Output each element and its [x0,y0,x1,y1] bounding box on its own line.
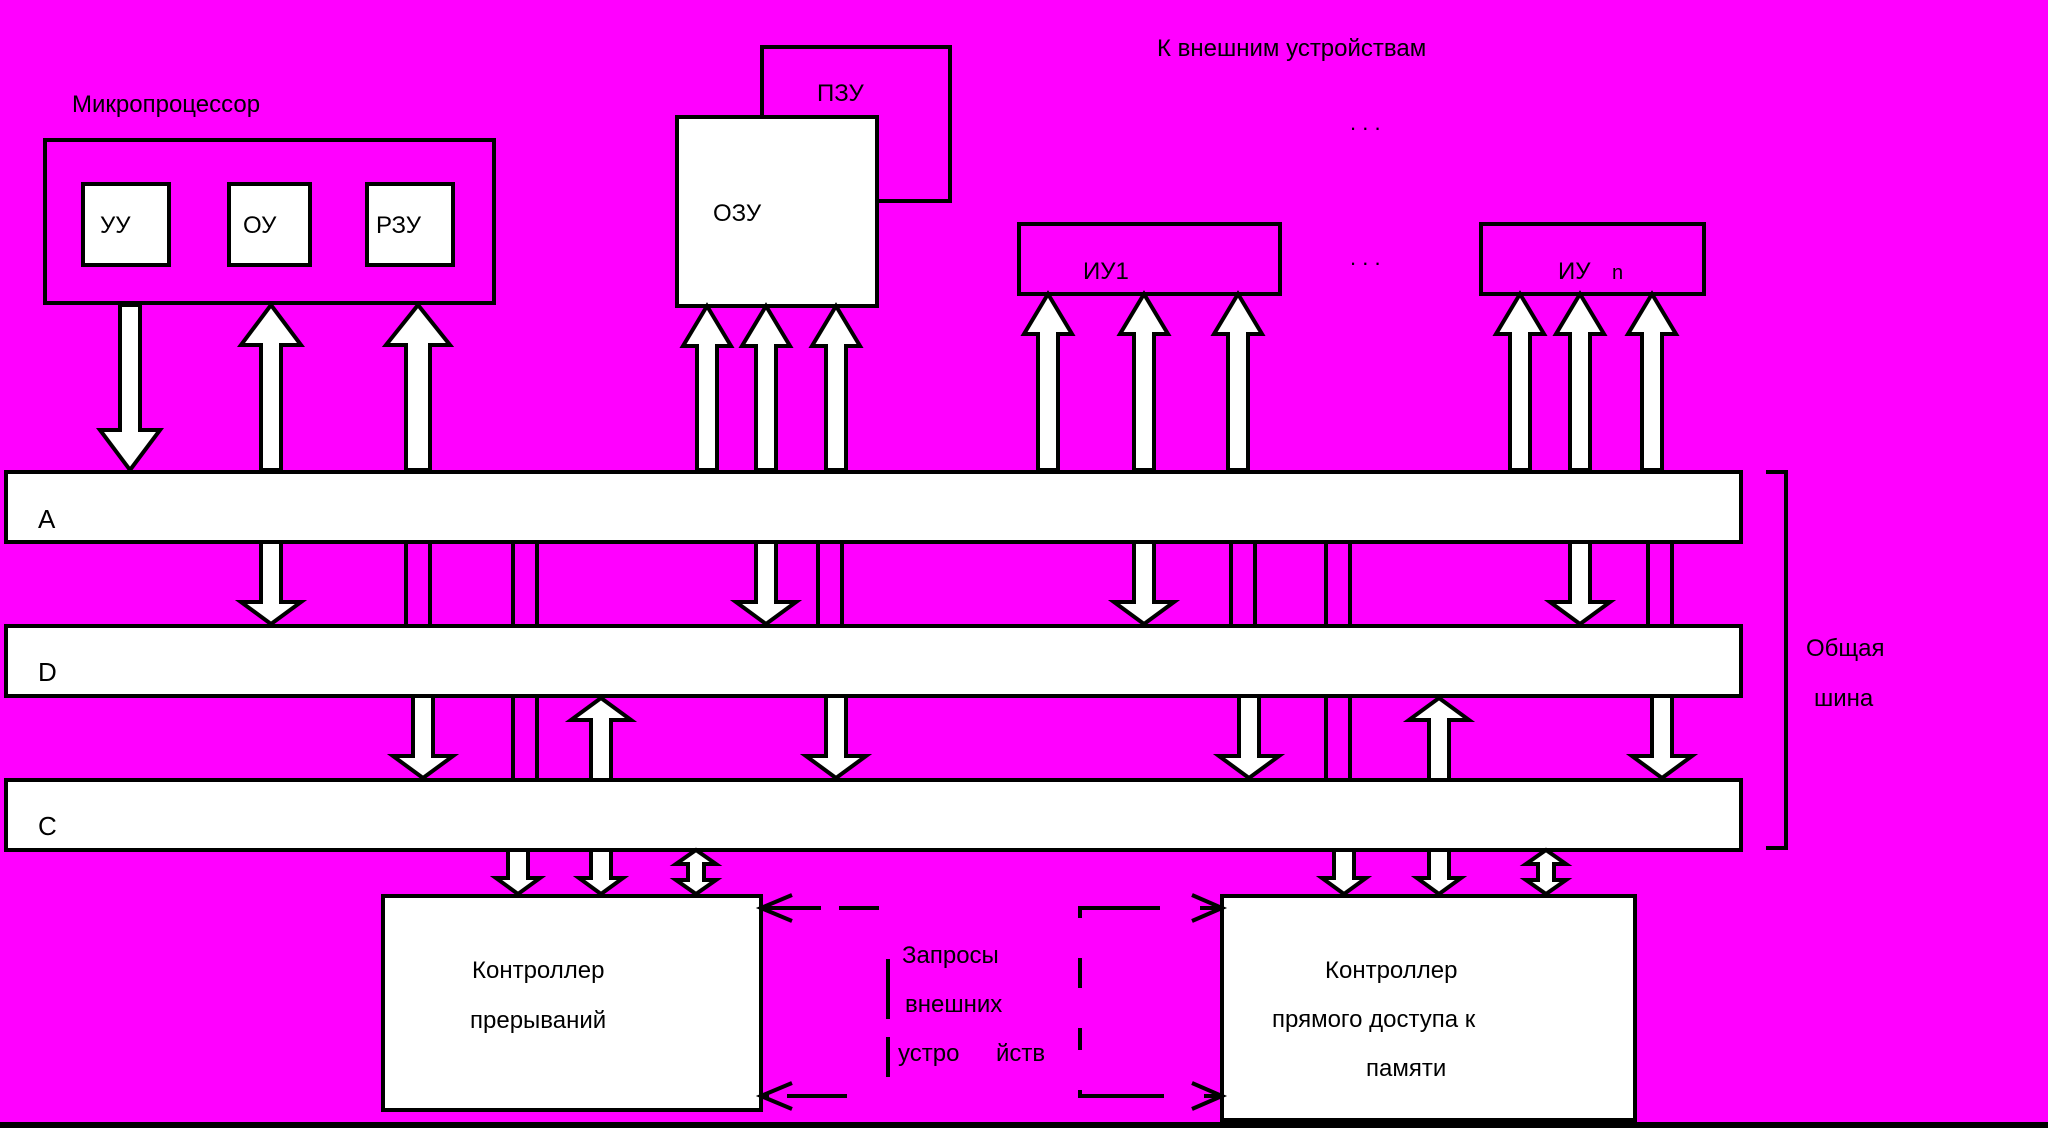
io-device-n-index: n [1612,262,1623,284]
ram-arrow-2 [738,302,794,472]
requests-label-2: внешних [905,991,1002,1018]
d-to-c-arrow-1 [386,694,460,781]
io-device-n-box [1479,222,1706,296]
io-device-1-box [1017,222,1282,296]
io1-arrow-3 [1210,290,1266,472]
interrupt-controller-label-2: прерываний [470,1007,606,1034]
a-to-d-arrow-2 [729,540,803,627]
bus-connector-arrows [96,290,1699,897]
a-d-pipe-5 [1324,542,1352,624]
dots-mid: . . . [1350,245,1381,270]
dma-controller-label-1: Контроллер [1325,957,1457,984]
dma-requests-bracket [1078,906,1222,1098]
rom-label: ПЗУ [817,80,864,107]
dma-controller-label-2: прямого доступа к [1272,1006,1476,1033]
c-to-d-arrow-1 [564,695,638,782]
dma-arrowhead-bottom [1191,1081,1228,1111]
ion-arrow-2 [1552,290,1608,472]
requests-bracket [761,906,890,1098]
a-d-pipe-4 [1229,542,1257,624]
register-memory-box [365,182,455,267]
dma-controller-label-3: памяти [1366,1055,1446,1082]
common-bus-brace [1766,470,1788,850]
requests-label-3a: устро [898,1040,959,1067]
address-bus [4,470,1743,544]
ram-box [675,115,879,308]
io1-arrow-2 [1116,290,1172,472]
register-memory-label: РЗУ [376,212,422,239]
a-to-d-arrow-3 [1107,540,1181,627]
io-device-n-label: ИУ [1558,258,1591,285]
control-bus-label: C [38,811,57,841]
a-d-pipe-6 [1646,542,1674,624]
cpu-to-bus-a-arrow [96,303,164,474]
ram-arrow-3 [808,302,864,472]
ram-arrow-1 [679,302,735,472]
common-bus-label-1: Общая [1806,635,1885,662]
requests-label-3b: йств [996,1040,1045,1067]
d-to-c-arrow-2 [799,694,873,781]
a-to-d-arrow-4 [1543,540,1617,627]
ram-label: ОЗУ [713,200,762,227]
reg-from-bus-arrow [381,301,455,472]
arithmetic-unit-label: ОУ [243,212,277,239]
a-d-pipe-3 [816,542,844,624]
control-unit-box [81,182,171,267]
c-to-int-arrow-2 [572,848,630,897]
c-to-dma-arrow-1 [1315,848,1373,897]
data-bus-label: D [38,657,57,687]
microprocessor-label: Микропроцессор [72,91,260,118]
control-unit-label: УУ [100,212,131,239]
ion-arrow-3 [1624,290,1680,472]
bottom-strip [0,1122,2048,1128]
dma-controller-box [1220,894,1637,1122]
dma-arrowhead-top [1191,893,1228,923]
c-to-dma-arrow-2 [1410,848,1468,897]
io1-arrow-1 [1020,290,1076,472]
a-d-pipe-2 [511,542,539,624]
request-arrowhead-bottom [755,1081,793,1111]
d-c-pipe-2 [1324,696,1352,778]
dots-top: . . . [1350,110,1381,135]
control-bus [4,778,1743,852]
c-to-int-arrow-1 [489,848,547,897]
c-to-dma-arrow-3 [1519,847,1573,897]
au-from-bus-arrow [237,301,305,472]
io-device-1-label: ИУ1 [1083,258,1129,285]
data-bus [4,624,1743,698]
arithmetic-unit-box [227,182,312,267]
c-to-int-arrow-3 [669,847,723,897]
common-bus-label-2: шина [1814,685,1874,712]
external-devices-label: К внешним устройствам [1157,35,1426,62]
a-d-pipe-1 [404,542,432,624]
interrupt-controller-box [381,894,763,1112]
requests-label-1: Запросы [902,942,999,969]
address-bus-label: A [38,504,56,534]
d-c-pipe-1 [511,696,539,778]
request-arrowhead-top [755,893,793,923]
c-to-d-arrow-2 [1402,695,1476,782]
interrupt-controller-label-1: Контроллер [472,957,604,984]
d-to-c-arrow-3 [1212,694,1286,781]
d-to-c-arrow-4 [1625,694,1699,781]
a-to-d-arrow-1 [234,540,308,627]
ion-arrow-1 [1492,290,1548,472]
